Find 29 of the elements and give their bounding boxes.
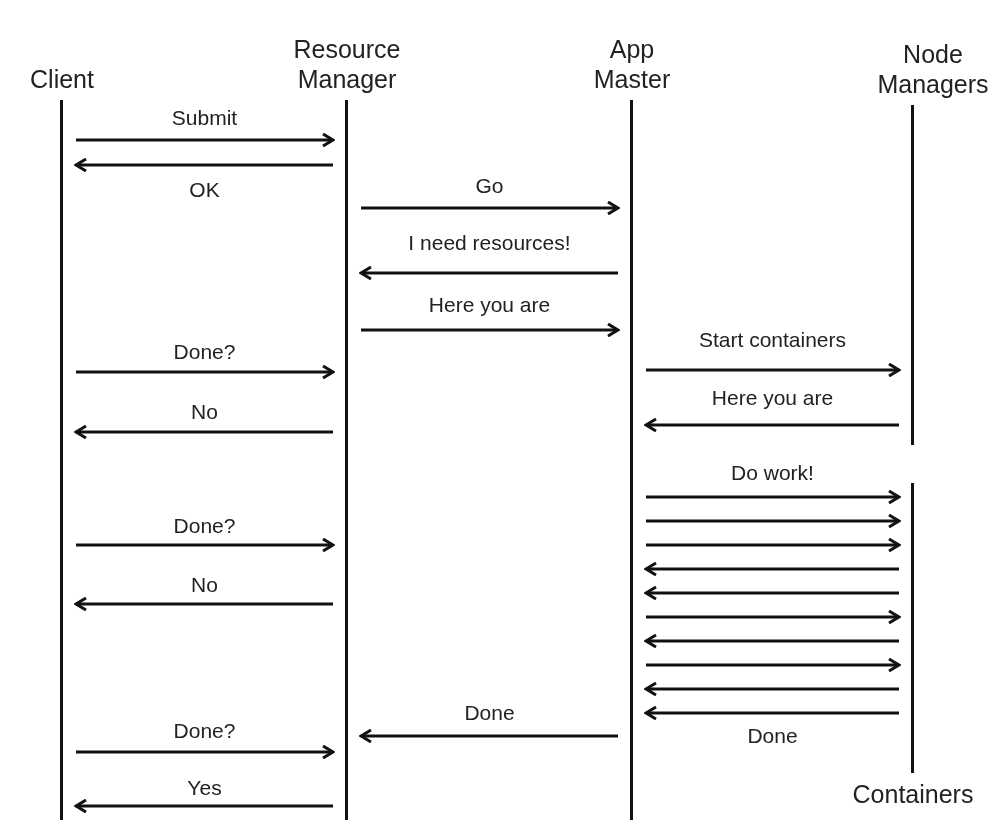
participant-label: Containers: [851, 779, 975, 809]
arrow: [646, 489, 901, 505]
arrow: [646, 362, 901, 378]
arrow: [646, 513, 901, 529]
arrow: [644, 585, 899, 601]
arrow: [76, 364, 335, 380]
arrow: [644, 633, 899, 649]
arrow: [74, 798, 333, 814]
participant-label: Node Managers: [876, 39, 990, 99]
participant-label: Resource Manager: [292, 34, 402, 94]
arrow: [646, 609, 901, 625]
participant-label: Client: [29, 64, 95, 94]
arrow: [76, 537, 335, 553]
arrow: [359, 728, 618, 744]
arrow: [644, 705, 899, 721]
arrow: [76, 744, 335, 760]
arrow: [646, 537, 901, 553]
participant-label: App Master: [592, 34, 672, 94]
arrow: [644, 681, 899, 697]
arrow: [74, 424, 333, 440]
arrow: [76, 132, 335, 148]
arrow: [361, 200, 620, 216]
arrow: [74, 596, 333, 612]
arrow: [646, 657, 901, 673]
arrow: [644, 561, 899, 577]
arrow: [359, 265, 618, 281]
arrow: [361, 322, 620, 338]
arrow: [74, 157, 333, 173]
arrow: [644, 417, 899, 433]
